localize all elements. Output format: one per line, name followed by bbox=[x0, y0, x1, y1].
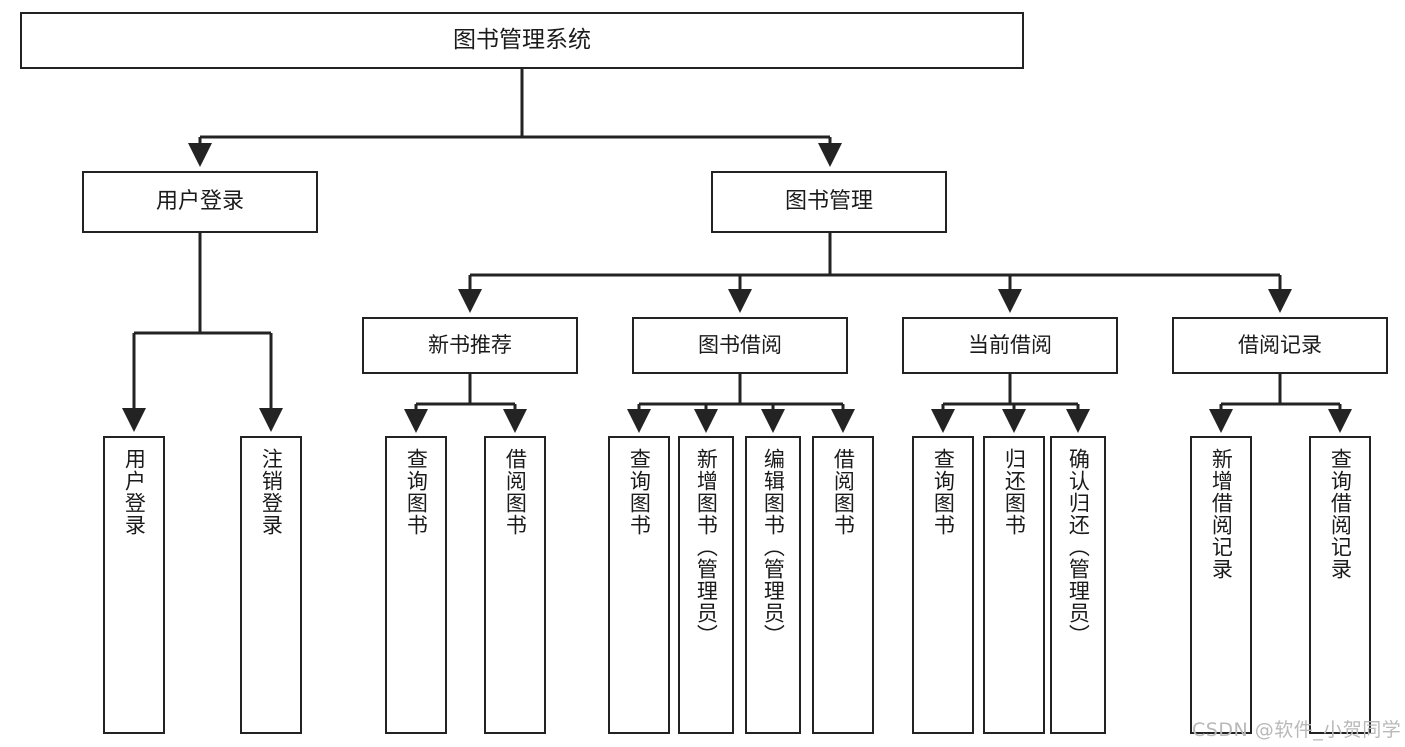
leaf-logout[interactable]: 注销登录 bbox=[240, 436, 302, 734]
leaf-query-record[interactable]: 查询借阅记录 bbox=[1309, 436, 1371, 734]
leaf-query-book-2-label: 查询图书 bbox=[627, 448, 652, 536]
node-user-login-label: 用户登录 bbox=[155, 189, 244, 215]
node-borrow-record[interactable]: 借阅记录 bbox=[1172, 317, 1388, 374]
node-book-borrow[interactable]: 图书借阅 bbox=[632, 317, 848, 374]
node-book-borrow-label: 图书借阅 bbox=[698, 333, 782, 358]
leaf-return-book[interactable]: 归还图书 bbox=[983, 436, 1045, 734]
node-borrow-record-label: 借阅记录 bbox=[1238, 333, 1322, 358]
leaf-confirm-return[interactable]: 确认归还（管理员） bbox=[1050, 436, 1106, 734]
leaf-borrow-book-2[interactable]: 借阅图书 bbox=[812, 436, 874, 734]
leaf-query-book-1-label: 查询图书 bbox=[404, 448, 429, 536]
csdn-watermark: CSDN @软件_小贺同学 bbox=[1192, 719, 1402, 741]
leaf-query-book-3[interactable]: 查询图书 bbox=[912, 436, 974, 734]
leaf-return-book-label: 归还图书 bbox=[1002, 448, 1027, 536]
node-new-book-recommend[interactable]: 新书推荐 bbox=[362, 317, 578, 374]
node-current-borrow[interactable]: 当前借阅 bbox=[902, 317, 1118, 374]
node-current-borrow-label: 当前借阅 bbox=[968, 333, 1052, 358]
leaf-confirm-return-label: 确认归还（管理员） bbox=[1066, 448, 1091, 646]
node-user-login[interactable]: 用户登录 bbox=[82, 171, 318, 233]
node-root-label: 图书管理系统 bbox=[453, 27, 591, 54]
leaf-user-login-label: 用户登录 bbox=[122, 448, 147, 536]
leaf-query-book-1[interactable]: 查询图书 bbox=[385, 436, 447, 734]
leaf-query-record-label: 查询借阅记录 bbox=[1328, 448, 1353, 580]
leaf-borrow-book-1-label: 借阅图书 bbox=[503, 448, 528, 536]
node-root[interactable]: 图书管理系统 bbox=[20, 12, 1024, 69]
leaf-query-book-2[interactable]: 查询图书 bbox=[608, 436, 670, 734]
leaf-add-book-label: 新增图书（管理员） bbox=[694, 448, 719, 646]
leaf-user-login[interactable]: 用户登录 bbox=[103, 436, 165, 734]
leaf-borrow-book-1[interactable]: 借阅图书 bbox=[484, 436, 546, 734]
leaf-borrow-book-2-label: 借阅图书 bbox=[831, 448, 856, 536]
node-book-manage[interactable]: 图书管理 bbox=[711, 171, 947, 233]
node-book-manage-label: 图书管理 bbox=[784, 189, 873, 215]
leaf-edit-book-label: 编辑图书（管理员） bbox=[761, 448, 786, 646]
leaf-add-book[interactable]: 新增图书（管理员） bbox=[678, 436, 734, 734]
leaf-add-record[interactable]: 新增借阅记录 bbox=[1190, 436, 1252, 734]
leaf-query-book-3-label: 查询图书 bbox=[931, 448, 956, 536]
leaf-add-record-label: 新增借阅记录 bbox=[1209, 448, 1234, 580]
leaf-edit-book[interactable]: 编辑图书（管理员） bbox=[745, 436, 801, 734]
node-new-book-recommend-label: 新书推荐 bbox=[428, 333, 512, 358]
leaf-logout-label: 注销登录 bbox=[259, 448, 284, 536]
